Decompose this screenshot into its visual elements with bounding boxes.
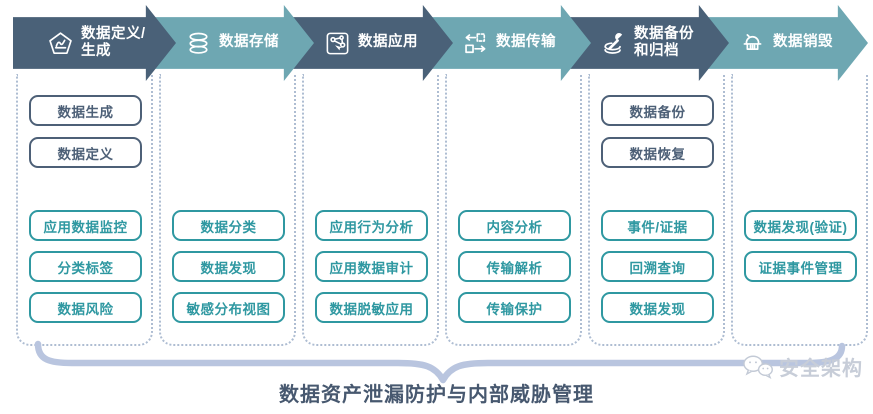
wrench-archive-icon bbox=[600, 30, 627, 57]
stage-column-transmission: 内容分析传输解析传输保护 bbox=[445, 74, 582, 346]
diagram-caption: 数据资产泄漏防护与内部威胁管理 bbox=[279, 384, 594, 406]
capability-box: 数据发现(验证) bbox=[744, 210, 857, 241]
stage-label-line: 数据备份 bbox=[634, 25, 694, 42]
stage-arrow-storage: 数据存储 bbox=[151, 5, 314, 81]
stage-arrow-application: 数据应用 bbox=[290, 5, 453, 81]
capability-box: 应用行为分析 bbox=[315, 210, 428, 241]
transfer-icon bbox=[462, 30, 489, 57]
stage-label-line: 数据存储 bbox=[219, 34, 279, 51]
capability-box: 数据备份 bbox=[601, 95, 714, 126]
stage-arrow-destruction: 数据销毁 bbox=[705, 5, 868, 81]
stage-arrow-backup-archive: 数据备份和归档 bbox=[566, 5, 729, 81]
stage-column-define-generate: 数据生成数据定义应用数据监控分类标签数据风险 bbox=[16, 74, 153, 346]
brace bbox=[34, 340, 846, 384]
pentagon-chart-icon bbox=[47, 30, 74, 57]
capability-box: 数据分类 bbox=[172, 210, 285, 241]
capability-box: 传输解析 bbox=[458, 251, 571, 282]
capability-box: 数据生成 bbox=[29, 95, 142, 126]
capability-box: 传输保护 bbox=[458, 292, 571, 323]
stage-label-line: 生成 bbox=[81, 43, 111, 59]
stage-label-destruction: 数据销毁 bbox=[773, 34, 833, 51]
stage-label-storage: 数据存储 bbox=[219, 34, 279, 51]
stage-column-storage: 数据分类数据发现敏感分布视图 bbox=[159, 74, 296, 346]
watermark: 安全架构 bbox=[741, 352, 863, 381]
stage-label-application: 数据应用 bbox=[358, 34, 418, 51]
watermark-text: 安全架构 bbox=[779, 358, 863, 380]
stage-label-transmission: 数据传输 bbox=[496, 34, 556, 51]
capability-box: 数据定义 bbox=[29, 137, 142, 168]
capability-box: 内容分析 bbox=[458, 210, 571, 241]
capability-box: 数据发现 bbox=[172, 251, 285, 282]
capability-box: 证据事件管理 bbox=[744, 251, 857, 282]
wechat-icon bbox=[741, 353, 774, 380]
stage-label-line: 数据销毁 bbox=[773, 34, 833, 51]
stage-label-line: 数据定义/ bbox=[81, 25, 146, 42]
stage-arrow-transmission: 数据传输 bbox=[428, 5, 591, 81]
stage-label-line: 数据传输 bbox=[496, 34, 556, 51]
capability-box: 应用数据监控 bbox=[29, 210, 142, 241]
capability-box: 数据发现 bbox=[601, 292, 714, 323]
stage-column-application: 应用行为分析应用数据审计数据脱敏应用 bbox=[302, 74, 439, 346]
capability-box: 数据脱敏应用 bbox=[315, 292, 428, 323]
network-graph-icon bbox=[324, 30, 351, 57]
database-icon bbox=[185, 30, 212, 57]
capability-box: 应用数据审计 bbox=[315, 251, 428, 282]
stage-label-define-generate: 数据定义/生成 bbox=[81, 26, 146, 61]
stage-label-backup-archive: 数据备份和归档 bbox=[634, 26, 694, 61]
brush-icon bbox=[739, 30, 766, 57]
stage-column-backup-archive: 数据备份数据恢复事件/证据回溯查询数据发现 bbox=[588, 74, 725, 346]
capability-box: 敏感分布视图 bbox=[172, 292, 285, 323]
capability-box: 数据恢复 bbox=[601, 137, 714, 168]
stage-label-line: 和归档 bbox=[634, 43, 679, 59]
stage-arrow-define-generate: 数据定义/生成 bbox=[13, 5, 176, 81]
capability-box: 回溯查询 bbox=[601, 251, 714, 282]
capability-box: 事件/证据 bbox=[601, 210, 714, 241]
stage-label-line: 数据应用 bbox=[358, 34, 418, 51]
capability-box: 分类标签 bbox=[29, 251, 142, 282]
capability-box: 数据风险 bbox=[29, 292, 142, 323]
stage-column-destruction: 数据发现(验证) 证据事件管理 bbox=[731, 74, 868, 346]
